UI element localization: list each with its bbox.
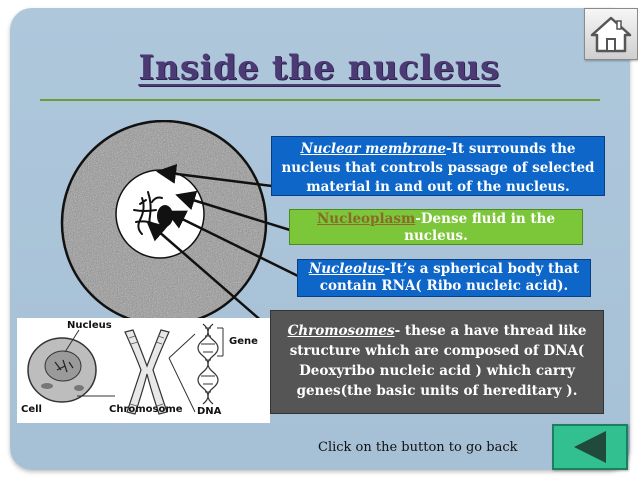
page-title: Inside the nucleus [138,48,500,88]
callout-nuclear-membrane: Nuclear membrane-It surrounds the nucleu… [271,136,605,196]
label-nucleus: Nucleus [67,320,112,331]
home-button[interactable] [584,8,638,60]
label-dna: DNA [197,406,222,417]
footer-instruction: Click on the button to go back [318,440,518,455]
callout-nucleolus: Nucleolus-It’s a spherical body that con… [297,259,591,297]
diagram-drawing [27,323,224,415]
title-divider [40,99,600,101]
left-arrow-icon [574,431,606,463]
label-cell: Cell [21,404,42,415]
desc-chromosomes: - these a have thread like structure whi… [289,323,587,399]
back-button[interactable] [552,424,628,470]
cell-chromosome-dna-diagram: Nucleus Cell Chromosome Gene DNA [17,318,270,423]
desc-nucleolus: -It’s a spherical body that contain RNA(… [319,261,580,294]
term-nucleolus: Nucleolus [308,261,385,277]
term-chromosomes: Chromosomes [287,323,395,339]
callout-nucleoplasm: Nucleoplasm-Dense fluid in the nucleus. [289,209,583,245]
desc-nuclear-membrane: -It surrounds the nucleus that controls … [281,141,595,195]
label-chromosome: Chromosome [109,404,183,415]
home-icon [590,16,632,53]
term-nucleoplasm: Nucleoplasm [316,211,416,227]
callout-chromosomes: Chromosomes- these a have thread like st… [270,310,604,414]
term-nuclear-membrane: Nuclear membrane [300,141,446,157]
desc-nucleoplasm: -Dense fluid in the nucleus. [404,211,556,244]
label-gene: Gene [229,336,258,347]
